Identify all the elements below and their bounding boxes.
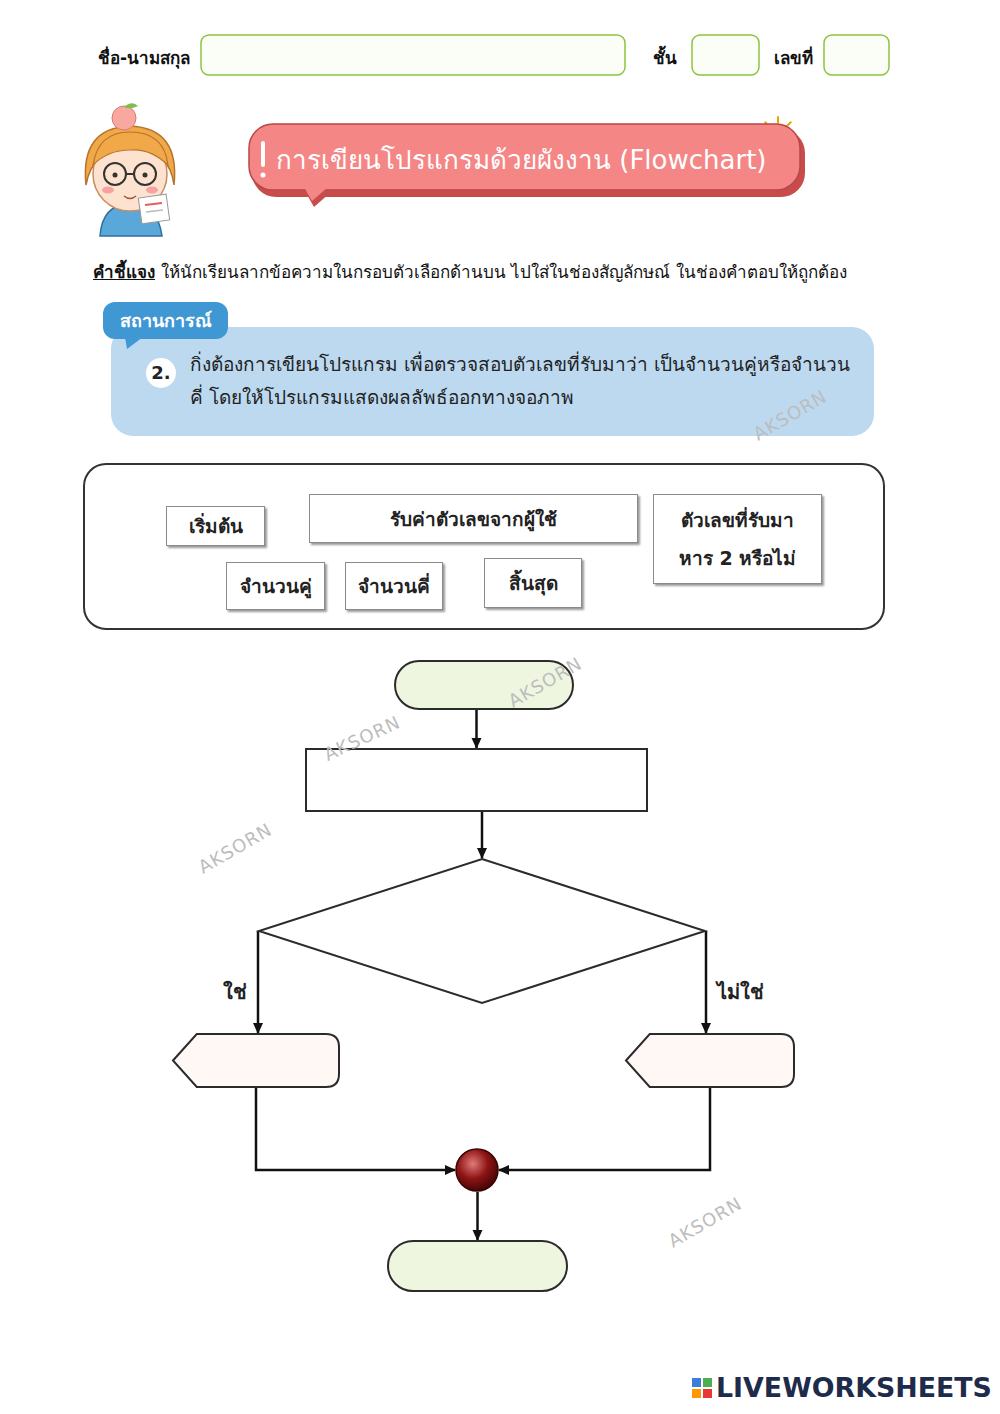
flow-arrow (475, 710, 478, 748)
title-banner: การเขียนโปรแกรมด้วยผังงาน (Flowchart) (248, 123, 805, 195)
choice-chip: จำนวนคู่ (226, 562, 325, 610)
number-field: เลขที่ (823, 34, 890, 76)
girl-illustration (85, 103, 174, 236)
class-field: ชั้น (691, 34, 760, 76)
number-field-outline (823, 34, 890, 76)
node-text: รับค่าตัวเลขจากผู้ใช้ (390, 504, 557, 534)
node-text: จำนวนคู่ (240, 571, 312, 601)
class-field-outline (691, 34, 760, 76)
instruction-heading: คำชี้แจง (93, 258, 155, 285)
name-field: ชื่อ-นามสกุล (200, 34, 626, 76)
input-process-box (305, 748, 648, 812)
display-shape (625, 1033, 795, 1088)
choice-chip: รับค่าตัวเลขจากผู้ใช้ (309, 494, 638, 543)
tag-text: สถานการณ์ (120, 306, 212, 335)
flow-arrow (476, 1192, 479, 1240)
display-shape-outline (172, 1033, 340, 1088)
watermark: AKSORN (194, 818, 275, 877)
end-terminal (387, 1240, 568, 1292)
title-text: การเขียนโปรแกรมด้วยผังงาน (Flowchart) (276, 139, 767, 180)
input-process-box-outline (305, 748, 648, 812)
watermark: AKSORN (664, 1192, 745, 1251)
node-text: เริ่มต้น (189, 511, 243, 541)
flow-arrow (481, 812, 484, 858)
choice-chip: เริ่มต้น (166, 506, 265, 546)
flow-arrow (256, 1088, 455, 1170)
branch-label: ใช่ (220, 976, 250, 1008)
choice-chip: จำนวนคี่ (345, 562, 443, 610)
node-text: สิ้นสุด (509, 568, 558, 598)
decision-diamond-outline (258, 858, 706, 1004)
connector-circle (455, 1148, 499, 1192)
brand-logo-text: LIVEWORKSHEETS (716, 1372, 992, 1403)
node-text: จำนวนคี่ (358, 571, 430, 601)
choice-chip: ตัวเลขที่รับมา หาร 2 หรือไม่ (653, 494, 822, 584)
flow-arrow (499, 1088, 710, 1170)
situation-text: กิ่งต้องการเขียนโปรแกรม เพื่อตรวจสอบตัวเ… (190, 348, 860, 415)
field-label: ชั้น (653, 44, 677, 71)
item-number: 2. (146, 358, 176, 388)
decision-diamond (258, 858, 706, 1004)
connector-circle-outline (455, 1148, 499, 1192)
instruction-text: ให้นักเรียนลากข้อความในกรอบตัวเลือกด้านบ… (161, 258, 847, 285)
branch-label: ไม่ใช่ (714, 976, 767, 1008)
end-terminal-outline (387, 1240, 568, 1292)
choice-chip: สิ้นสุด (484, 558, 582, 608)
field-label: เลขที่ (774, 44, 813, 71)
flow-arrow (257, 931, 260, 1033)
flow-arrow (705, 931, 708, 1033)
name-field-outline (200, 34, 626, 76)
node-text: ตัวเลขที่รับมา หาร 2 หรือไม่ (668, 501, 808, 577)
liveworksheets-logo-icon (692, 1378, 712, 1398)
field-label: ชื่อ-นามสกุล (98, 44, 190, 71)
display-shape (172, 1033, 340, 1088)
situation-tag: สถานการณ์ (103, 302, 228, 339)
choices-box: เริ่มต้น รับค่าตัวเลขจากผู้ใช้ ตัวเลขที่รั… (83, 463, 885, 630)
display-shape-outline (625, 1033, 795, 1088)
